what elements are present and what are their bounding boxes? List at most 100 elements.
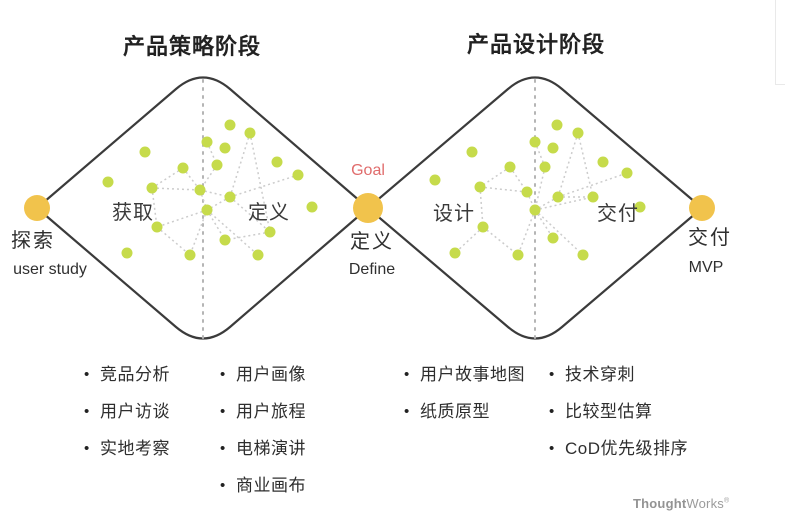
- method-list-design-2: • 技术穿刺 • 比较型估算 •CoD优先级排序: [549, 363, 688, 474]
- scatter-dot: [252, 249, 264, 261]
- scatter-link: [534, 209, 554, 239]
- scatter-link: [206, 209, 259, 256]
- list-item-label: 电梯演讲: [236, 439, 306, 458]
- scatter-dot: [529, 136, 541, 148]
- scatter-link: [534, 196, 594, 211]
- bullet-icon: •: [84, 403, 90, 420]
- scatter-dot: [547, 142, 559, 154]
- scatter-dot: [139, 146, 151, 158]
- scatter-link: [557, 172, 628, 198]
- scatter-link: [156, 209, 208, 228]
- scatter-dot: [264, 226, 276, 238]
- list-item: • 比较型估算: [549, 400, 688, 437]
- vertex-left-label-en: user study: [13, 261, 87, 278]
- list-item-label: 用户画像: [236, 365, 306, 384]
- scatter-dot: [194, 184, 206, 196]
- scatter-dot: [504, 161, 516, 173]
- thoughtworks-logo: ThoughtWorks®: [633, 496, 729, 511]
- method-list-design-1: • 用户故事地图 •纸质原型: [404, 363, 525, 437]
- list-item: • 商业画布: [220, 474, 306, 511]
- scatter-dot: [201, 136, 213, 148]
- list-item-label: 比较型估算: [565, 402, 653, 421]
- list-item-label: 用户旅程: [236, 402, 306, 421]
- diamond-label-define: 定义: [248, 202, 290, 224]
- scatter-link: [189, 209, 208, 256]
- scatter-dot: [551, 119, 563, 131]
- bullet-icon: •: [549, 403, 555, 420]
- scatter-dot: [211, 159, 223, 171]
- scatter-dot: [474, 181, 486, 193]
- scatter-dot: [292, 169, 304, 181]
- diamond-label-design: 设计: [433, 203, 475, 225]
- bullet-icon: •: [84, 366, 90, 383]
- scatter-dot: [184, 249, 196, 261]
- scatter-link: [454, 226, 484, 254]
- scatter-dot: [224, 119, 236, 131]
- list-item: •CoD优先级排序: [549, 437, 688, 474]
- scatter-dot: [121, 247, 133, 259]
- scatter-link: [151, 187, 201, 191]
- method-list-strategy-1: •竞品分析•用户访谈•实地考察: [84, 363, 170, 474]
- scatter-dot: [521, 186, 533, 198]
- scatter-link: [479, 186, 528, 193]
- scatter-link: [534, 166, 546, 211]
- scatter-link: [224, 231, 271, 241]
- bullet-icon: •: [220, 477, 226, 494]
- scatter-link: [557, 132, 579, 198]
- scatter-link: [229, 174, 299, 198]
- vertex-dot-1: [24, 195, 50, 221]
- logo-bold-part: Thought: [633, 496, 687, 511]
- scatter-dot: [587, 191, 599, 203]
- scatter-dot: [219, 142, 231, 154]
- bullet-icon: •: [549, 440, 555, 457]
- scatter-link: [229, 132, 251, 198]
- list-item-label: 用户故事地图: [420, 365, 525, 384]
- scatter-link: [249, 132, 271, 233]
- scatter-dot: [224, 191, 236, 203]
- scatter-link: [156, 226, 191, 256]
- vertex-left-label-zh: 探索: [11, 230, 55, 252]
- scatter-dot: [634, 201, 646, 213]
- diamond-label-discover: 获取: [112, 202, 154, 224]
- list-item: •纸质原型: [404, 400, 525, 437]
- list-item: • 竞品分析: [84, 363, 170, 400]
- vertex-dot-2: [353, 193, 383, 223]
- list-item: •用户画像: [220, 363, 306, 400]
- scatter-link: [199, 189, 208, 211]
- list-item-label: 竞品分析: [100, 365, 170, 384]
- window-edge-vertical: [775, 0, 776, 84]
- phase-title-strategy: 产品策略阶段: [122, 34, 261, 59]
- list-item: • 技术穿刺: [549, 363, 688, 400]
- scatter-link: [482, 226, 519, 256]
- scatter-link: [517, 209, 536, 256]
- scatter-dot: [577, 249, 589, 261]
- scatter-dot: [177, 162, 189, 174]
- list-item: •用户旅程: [220, 400, 306, 437]
- scatter-dot: [244, 127, 256, 139]
- scatter-dot: [449, 247, 461, 259]
- list-item: •用户访谈: [84, 400, 170, 437]
- scatter-dot: [512, 249, 524, 261]
- vertex-dot-3: [689, 195, 715, 221]
- list-item-label: 实地考察: [100, 439, 170, 458]
- scatter-dot: [151, 221, 163, 233]
- bullet-icon: •: [404, 403, 410, 420]
- vertex-middle-label-zh: 定义: [350, 231, 394, 253]
- bullet-icon: •: [549, 366, 555, 383]
- scatter-dot: [429, 174, 441, 186]
- phase-title-design: 产品设计阶段: [466, 32, 605, 57]
- scatter-dot: [572, 127, 584, 139]
- list-item-label: 技术穿刺: [565, 365, 635, 384]
- bullet-icon: •: [404, 366, 410, 383]
- scatter-dot: [547, 232, 559, 244]
- scatter-dot: [201, 204, 213, 216]
- scatter-dot: [477, 221, 489, 233]
- scatter-dot: [597, 156, 609, 168]
- logo-trademark: ®: [723, 497, 730, 505]
- list-item-label: 商业画布: [236, 476, 306, 495]
- scatter-link: [229, 196, 271, 233]
- diamond-label-deliver: 交付: [597, 203, 639, 225]
- scatter-dot: [621, 167, 633, 179]
